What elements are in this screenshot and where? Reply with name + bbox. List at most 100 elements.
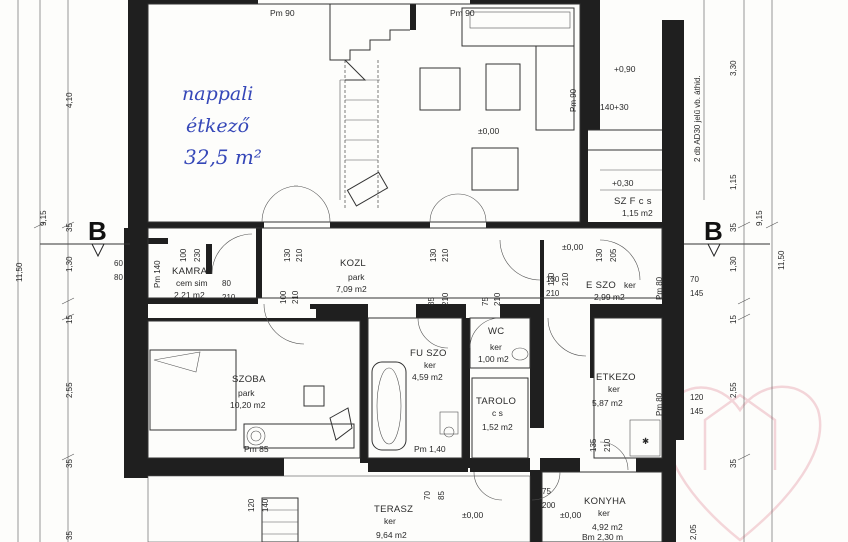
door-dim: 130 [547, 272, 556, 286]
dim-left-8: 35 [65, 531, 74, 540]
dim-right-1: 1,15 [729, 174, 738, 190]
dim-right-8: 35 [729, 459, 738, 468]
dim-left-1: 9,15 [39, 210, 48, 226]
door-dim: 140 [261, 498, 270, 512]
handwritten-note: nappali étkező 32,5 m² [182, 83, 262, 169]
door-dim: 200 [542, 501, 556, 510]
door-dim: 85 [437, 491, 446, 500]
dim-right-2: 9,15 [755, 210, 764, 226]
annotations: Pm 90 Pm 90 +0,90 140+30 ±0,00 +0,30 ±0,… [153, 8, 664, 542]
dim-left-3: 11,50 [15, 262, 24, 282]
room-floor: ker [424, 360, 436, 370]
section-marker-right: B [684, 216, 770, 258]
room-floor: ker [384, 516, 396, 526]
room-area: 1,52 m2 [482, 422, 513, 432]
room-furdo: FU SZO ker 4,59 m2 [410, 348, 447, 382]
room-szoba: SZOBA park 10,20 m2 [230, 374, 266, 410]
room-name: TAROLO [476, 396, 516, 407]
room-floor: cem sim [176, 278, 208, 288]
room-floor: park [238, 388, 255, 398]
room-name: FU SZO [410, 348, 447, 359]
door-dim: 210 [561, 272, 570, 286]
level-plus090: +0,90 [614, 64, 636, 74]
room-name: KONYHA [584, 496, 626, 507]
door-dim: 120 [690, 393, 704, 402]
room-terasz: TERASZ ker 9,64 m2 [374, 504, 413, 540]
size-140-30: 140+30 [600, 102, 629, 112]
room-kamra: KAMRA cem sim 2,21 m2 [172, 266, 208, 300]
plan-lines [147, 3, 663, 542]
door-dim: 130 [546, 275, 560, 284]
room-eszo: E SZO ker 2,99 m2 [586, 280, 636, 302]
level-zero-living: ±0,00 [478, 126, 499, 136]
door-dim: 210 [441, 292, 450, 306]
watermark-logo [664, 385, 822, 542]
room-etkezo: ETKEZO ker 5,87 m2 [592, 372, 636, 408]
note-line-3: 32,5 m² [184, 145, 262, 169]
door-dim: 210 [546, 289, 560, 298]
pm80-bottom: Pm 80 [655, 392, 664, 416]
pm140-left: Pm 140 [153, 260, 162, 288]
door-dim: 70 [690, 275, 699, 284]
door-dim: 130 [595, 248, 604, 262]
door-dim: 85 [427, 297, 436, 306]
note-line-1: nappali [182, 83, 253, 105]
door-dim: 210 [603, 438, 612, 452]
door-dim: 210 [222, 293, 236, 302]
room-floor: ker [624, 280, 636, 290]
furniture: ✱ [149, 7, 661, 457]
room-area: 5,87 m2 [592, 398, 623, 408]
room-floor: ker [608, 384, 620, 394]
section-letter-right: B [704, 216, 723, 246]
room-tarolo: TAROLO c s 1,52 m2 [476, 396, 516, 432]
room-floor: ker [490, 342, 502, 352]
door-dim: 210 [441, 248, 450, 262]
left-dimensions: 4,10 9,15 35 11,50 1,30 15 2,55 35 35 [15, 92, 74, 540]
room-area: 2,21 m2 [174, 290, 205, 300]
door-dim: 130 [283, 248, 292, 262]
room-area: 7,09 m2 [336, 284, 367, 294]
room-area: 1,15 m2 [622, 208, 653, 218]
door-dim: 75 [481, 297, 490, 306]
level-zero-entrance: ±0,00 [562, 242, 583, 252]
stove-mark: ✱ [642, 436, 649, 446]
door-dim: 210 [493, 292, 502, 306]
dim-left-7: 35 [65, 459, 74, 468]
room-name: E SZO [586, 280, 616, 291]
room-floor: ker [598, 508, 610, 518]
room-name: WC [488, 326, 504, 337]
walls [124, 0, 684, 542]
lintel-note: 2 db AD30 jelű vb. áthid. [693, 75, 702, 162]
dim-left-2: 35 [65, 223, 74, 232]
room-area: 10,20 m2 [230, 400, 266, 410]
dim-right-9: 2,05 [689, 524, 698, 540]
door-dim: 145 [690, 407, 704, 416]
room-konyha: KONYHA ker 4,92 m2 [584, 496, 626, 532]
room-floor: park [348, 272, 365, 282]
room-name: TERASZ [374, 504, 413, 515]
dim-left-6: 2,55 [65, 382, 74, 398]
door-dim: 205 [609, 248, 618, 262]
dim-right-5: 11,50 [777, 250, 786, 270]
door-dim: 60 [114, 259, 123, 268]
room-name: KOZL [340, 258, 366, 269]
room-area: 4,92 m2 [592, 522, 623, 532]
bm230-label: Bm 2,30 m [582, 532, 623, 542]
dimension-lines [17, 0, 779, 542]
door-dim: 230 [193, 248, 202, 262]
dim-left-5: 15 [65, 315, 74, 324]
dim-right-7: 2,55 [729, 382, 738, 398]
pm90-right: Pm 90 [450, 8, 475, 18]
room-name: SZ F c s [614, 196, 652, 207]
door-dim: 80 [114, 273, 123, 282]
room-kozl: KOZL park 7,09 m2 [336, 258, 367, 294]
dim-right-6: 15 [729, 315, 738, 324]
room-wc: WC ker 1,00 m2 [478, 326, 509, 364]
room-name: KAMRA [172, 266, 208, 277]
section-letter-left: B [88, 216, 107, 246]
dim-left-0: 4,10 [65, 92, 74, 108]
door-dim: 130 [429, 248, 438, 262]
room-name: SZOBA [232, 374, 266, 385]
door-swings [211, 185, 641, 501]
